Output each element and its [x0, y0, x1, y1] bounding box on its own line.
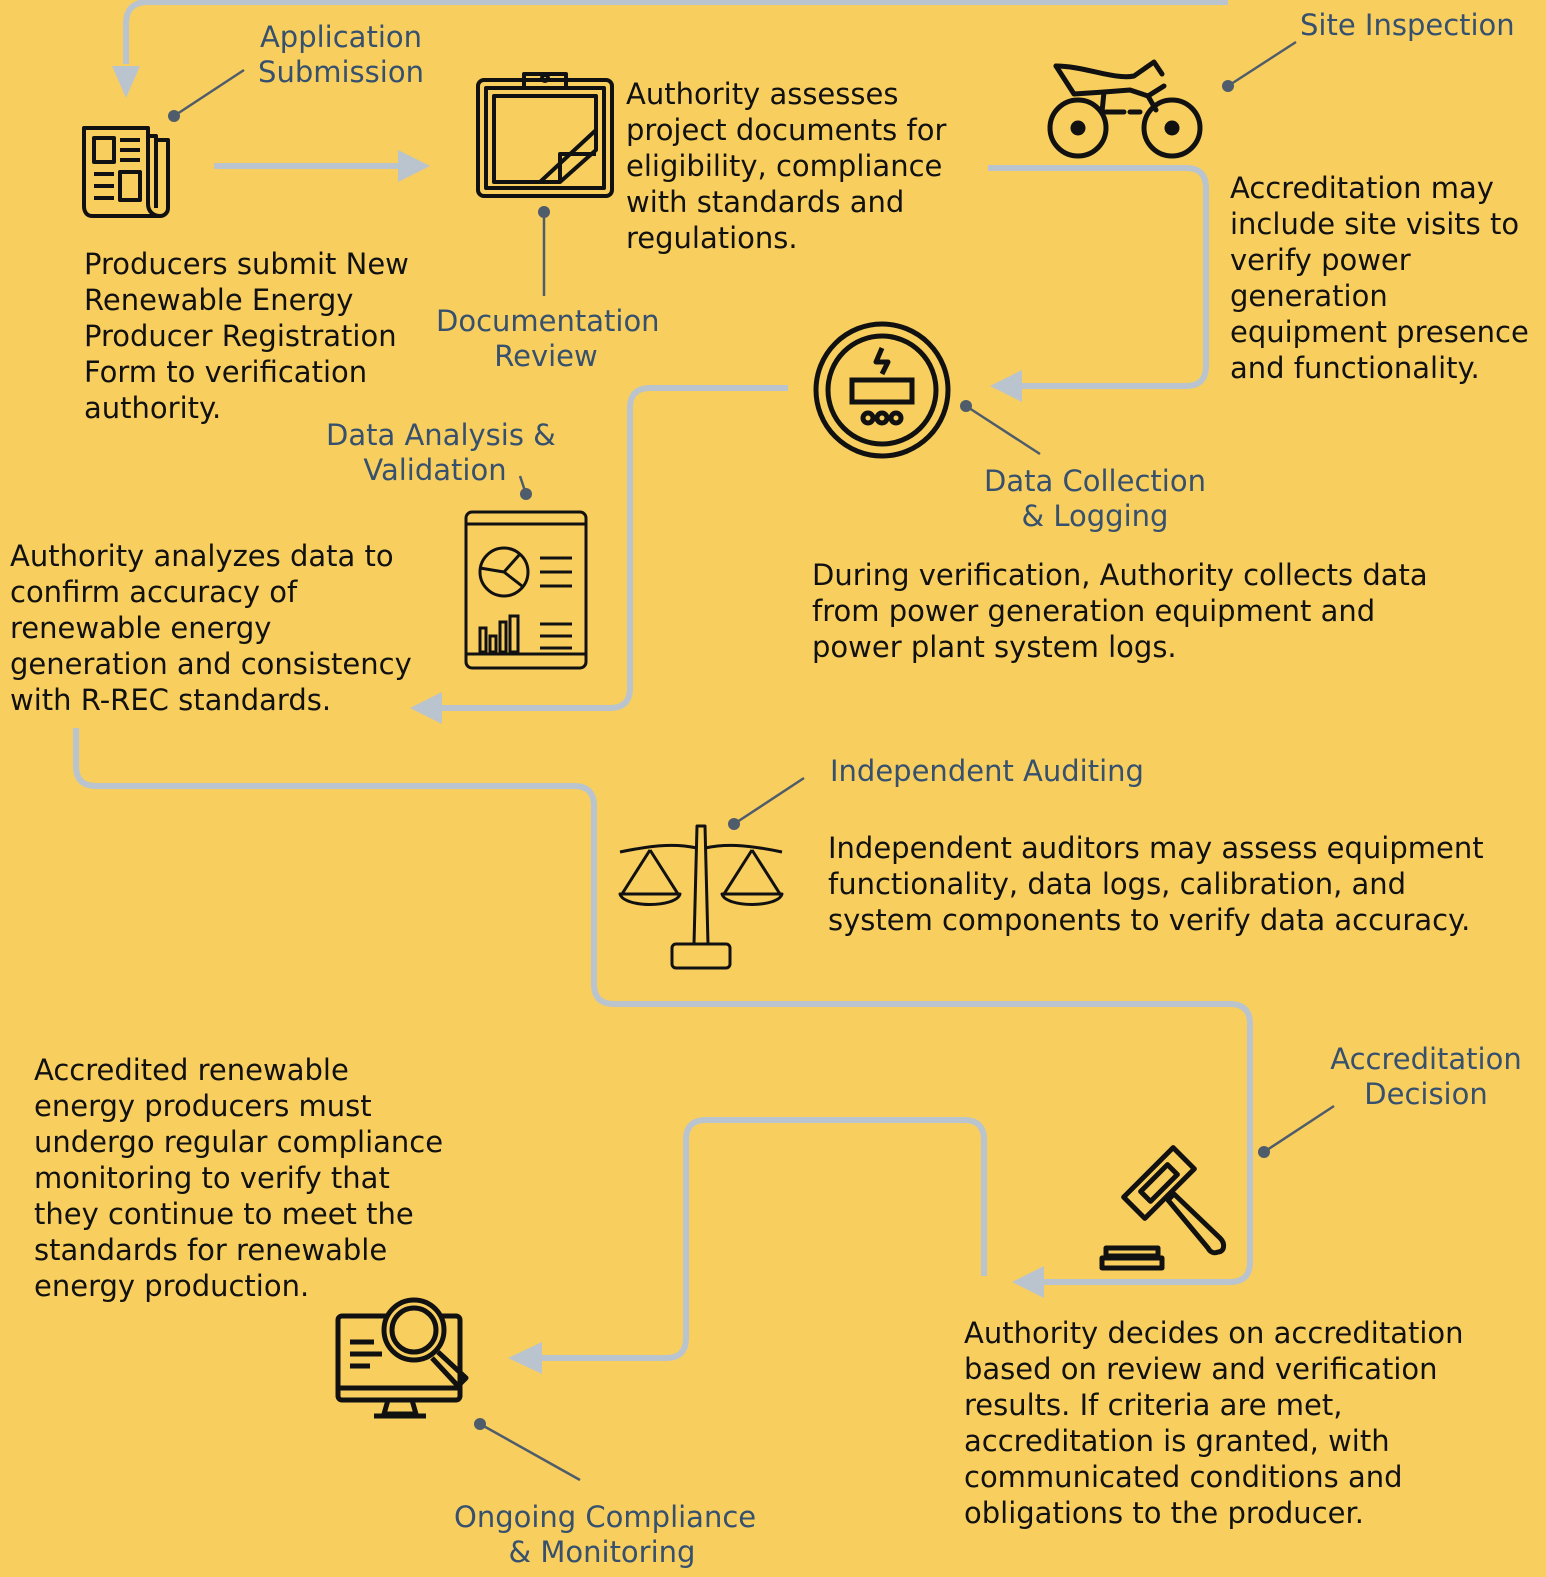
connector-data-collection	[960, 400, 1041, 456]
connector-independent-auditing	[728, 776, 805, 830]
step-title-data-analysis: Data Analysis &Validation	[326, 418, 556, 487]
arrow-left-analysis	[410, 692, 442, 724]
monitor-search-icon	[334, 1292, 472, 1426]
arrow-left-decision	[1012, 1266, 1044, 1298]
step-title-independent-auditing: Independent Auditing	[830, 754, 1144, 788]
connector-data-analysis	[518, 475, 532, 500]
flow-line-decision-to-monitoring	[540, 1117, 987, 1361]
flow-line-review-to-site	[988, 165, 1209, 389]
report-icon	[464, 510, 588, 670]
scales-icon	[618, 824, 784, 970]
flow-line-analysis-to-auditing	[73, 728, 1253, 1285]
clipboard-icon	[474, 70, 616, 200]
arrow-left-collection	[990, 370, 1022, 402]
connector-documentation-review	[538, 206, 550, 296]
connector-ongoing-compliance	[474, 1418, 581, 1482]
newspaper-icon	[78, 122, 174, 218]
flow-line-top-return	[123, 0, 1228, 64]
step-title-site-inspection: Site Inspection	[1300, 8, 1515, 42]
arrow-right-review	[398, 150, 430, 182]
step-desc-data-collection: During verification, Authority collects …	[812, 558, 1428, 664]
flow-line-collection-to-analysis	[440, 385, 788, 711]
connector-accreditation-decision	[1258, 1104, 1335, 1158]
arrow-left-monitoring	[508, 1342, 542, 1374]
gavel-icon	[1099, 1144, 1236, 1274]
atv-icon	[1044, 56, 1206, 164]
flow-path-layer	[73, 0, 1253, 1374]
arrow-down-submission	[112, 66, 140, 98]
step-title-data-collection: Data Collection& Logging	[984, 464, 1206, 533]
connector-layer	[168, 40, 1335, 1482]
connector-site-inspection	[1222, 40, 1297, 92]
power-meter-icon	[812, 320, 952, 460]
step-desc-independent-auditing: Independent auditors may assess equipmen…	[828, 831, 1484, 937]
step-title-ongoing-compliance: Ongoing Compliance& Monitoring	[454, 1500, 757, 1569]
connector-application-submission	[168, 68, 245, 122]
